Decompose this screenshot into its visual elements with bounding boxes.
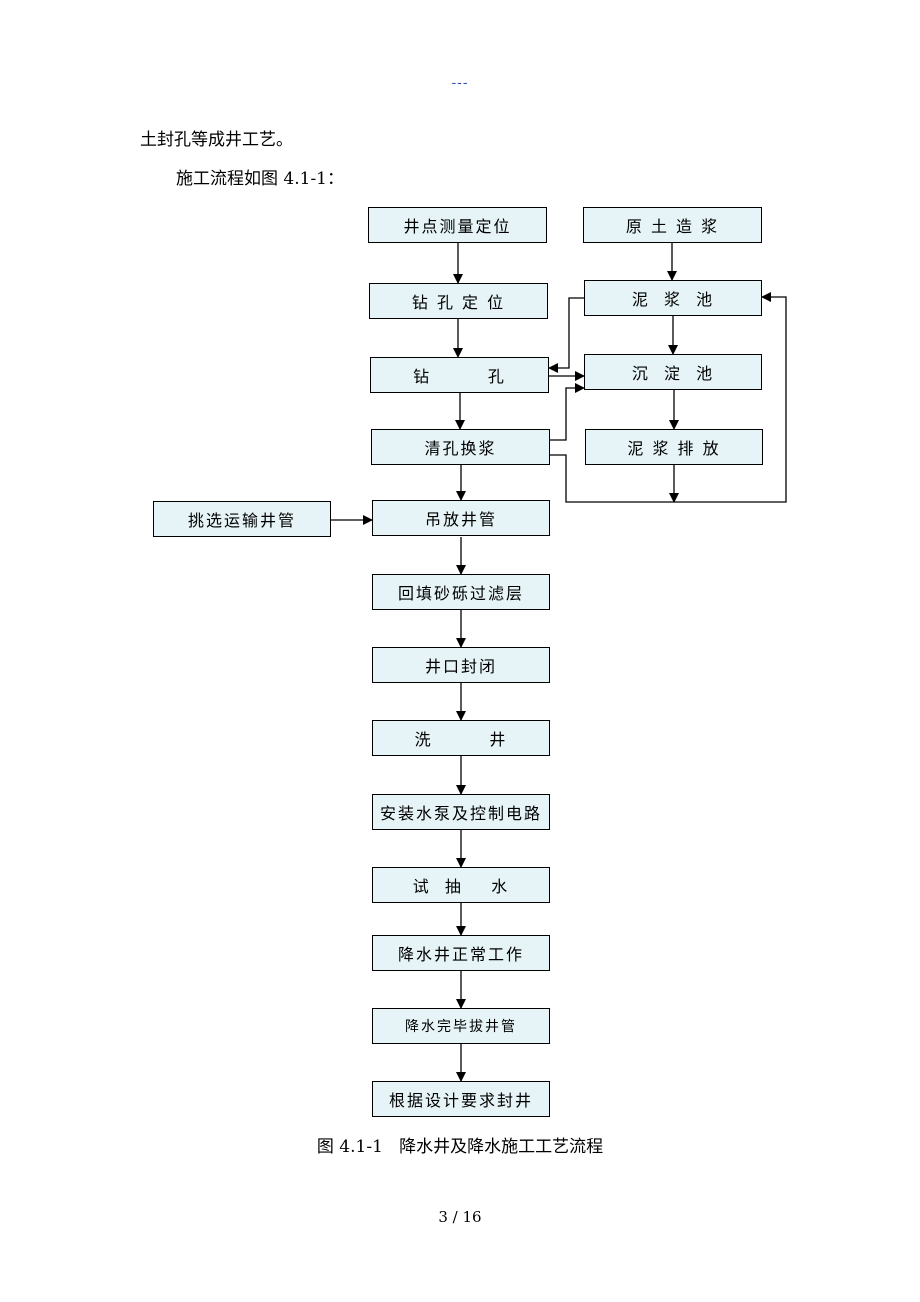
flow-node-sedimentation-pool: 沉 淀 池 <box>584 354 762 390</box>
header-mark: --- <box>451 76 469 91</box>
flow-node-seal-well: 根据设计要求封井 <box>372 1081 550 1117</box>
paragraph-line-1: 土封孔等成井工艺。 <box>140 130 293 150</box>
arrow-mudpool-to-drill <box>548 297 584 373</box>
page-number: 3 / 16 <box>438 1208 482 1226</box>
flow-node-hang-pipe: 吊放井管 <box>372 500 550 536</box>
flow-node-wellhead-seal: 井口封闭 <box>372 647 550 683</box>
flow-node-drill-positioning: 钻 孔 定 位 <box>369 283 548 319</box>
paragraph-line-2: 施工流程如图 4.1-1： <box>176 169 344 189</box>
flow-node-pipe-selection: 挑选运输井管 <box>153 501 331 537</box>
flow-node-trial-pumping: 试 抽 水 <box>372 867 550 903</box>
flow-node-well-positioning: 井点测量定位 <box>368 207 547 243</box>
flow-node-pull-pipe: 降水完毕拔井管 <box>372 1008 550 1044</box>
flow-node-mud-pool: 泥 浆 池 <box>584 280 762 316</box>
flow-node-normal-operation: 降水井正常工作 <box>372 935 550 971</box>
flow-node-hole-cleaning: 清孔换浆 <box>371 429 550 465</box>
figure-caption: 图 4.1-1 降水井及降水施工工艺流程 <box>316 1137 604 1157</box>
flow-node-mud-discharge: 泥 浆 排 放 <box>585 429 763 465</box>
flow-node-well-washing: 洗 井 <box>372 720 550 756</box>
arrow-return-loop <box>549 292 787 503</box>
arrow-clean-to-sediment <box>549 383 585 441</box>
flow-node-mud-making: 原 土 造 浆 <box>583 207 762 243</box>
flow-node-backfill-filter: 回填砂砾过滤层 <box>372 574 550 610</box>
flow-node-install-pump: 安装水泵及控制电路 <box>372 794 550 830</box>
flow-node-drilling: 钻 孔 <box>370 357 549 393</box>
